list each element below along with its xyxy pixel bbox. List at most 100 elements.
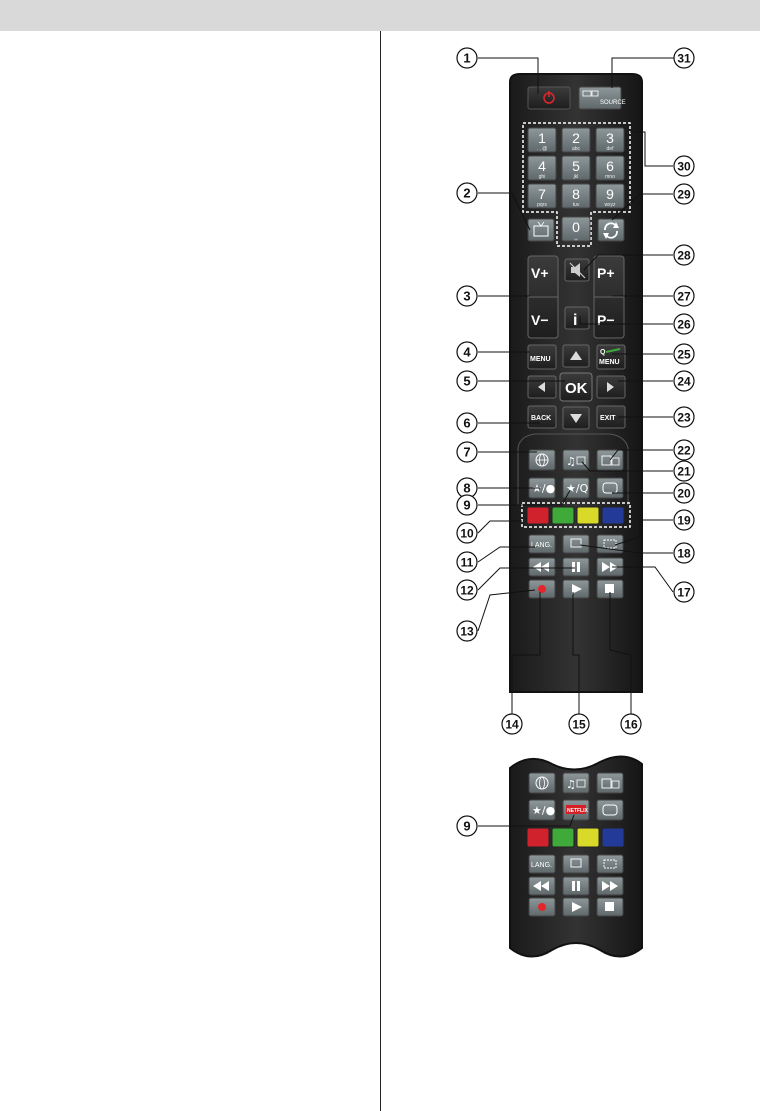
inset-record-button[interactable] — [529, 898, 555, 916]
program-rocker[interactable]: P+ P− — [594, 256, 624, 338]
svg-text:27: 27 — [677, 290, 691, 304]
svg-text:8: 8 — [463, 481, 470, 496]
source-button[interactable]: SOURCE — [579, 87, 626, 109]
color-yellow-key[interactable] — [577, 507, 599, 524]
inset-color-blue-key[interactable] — [602, 828, 624, 847]
inset-epg-button[interactable] — [597, 773, 623, 793]
callout-4: 4 — [457, 342, 477, 362]
internet-button[interactable] — [529, 450, 555, 470]
mute-button[interactable] — [565, 259, 589, 281]
inset-color-green-key[interactable] — [552, 828, 574, 847]
callout-26: 26 — [674, 314, 694, 334]
svg-text:19: 19 — [677, 514, 691, 528]
inset-stop-button[interactable] — [597, 898, 623, 916]
svg-text:4: 4 — [463, 345, 471, 360]
quick-menu-button[interactable]: Q MENU — [597, 345, 625, 369]
back-button[interactable]: BACK — [528, 406, 556, 428]
callout-30: 30 — [674, 156, 694, 176]
color-red-key[interactable] — [527, 507, 549, 524]
color-blue-key[interactable] — [602, 507, 624, 524]
callout-14: 14 — [502, 714, 522, 734]
callout-13: 13 — [457, 621, 477, 641]
callout-11: 11 — [457, 552, 477, 572]
volume-down-label: V− — [531, 312, 549, 328]
inset-callout: 9 — [457, 816, 477, 836]
info-button[interactable]: i — [565, 307, 589, 329]
power-button[interactable] — [528, 87, 570, 109]
callout-16: 16 — [621, 714, 641, 734]
svg-text:7: 7 — [463, 445, 470, 460]
inset-fast-forward-button[interactable] — [597, 877, 623, 895]
callout-28: 28 — [674, 245, 694, 265]
exit-label: EXIT — [600, 415, 616, 422]
inset-play-button[interactable] — [563, 898, 589, 916]
inset-pause-button[interactable] — [563, 877, 589, 895]
svg-text:24: 24 — [677, 375, 691, 389]
svg-text:21: 21 — [677, 465, 691, 479]
number-button-1[interactable]: 1. , @ — [528, 128, 556, 152]
tv-button[interactable] — [528, 219, 554, 241]
callout-19: 19 — [674, 510, 694, 530]
svg-text:16: 16 — [624, 718, 638, 732]
number-digit: 4 — [538, 158, 546, 174]
number-digit: 2 — [572, 130, 580, 146]
menu-button[interactable]: MENU — [528, 345, 556, 369]
inset-language-button[interactable]: LANG. — [529, 855, 555, 873]
inset-screen-zoom-button[interactable] — [597, 855, 623, 873]
inset-star-icon: ★/● — [532, 804, 555, 817]
play-button[interactable] — [563, 580, 589, 598]
media-browser-button[interactable]: ♫ — [563, 450, 589, 470]
volume-rocker[interactable]: V+ V− — [528, 256, 558, 338]
teletext-button[interactable] — [563, 535, 589, 553]
swap-button[interactable] — [598, 219, 624, 241]
quick-menu-label: MENU — [599, 359, 620, 366]
inset-internet-button[interactable] — [529, 773, 555, 793]
language-button[interactable]: LANG. — [529, 535, 555, 553]
svg-text:31: 31 — [677, 52, 691, 66]
number-button-0[interactable]: 0␣ — [562, 217, 590, 241]
number-digit: 5 — [572, 158, 580, 174]
subtitle-button[interactable] — [597, 478, 623, 498]
callout-5: 5 — [457, 371, 477, 391]
callout-2: 2 — [457, 183, 477, 203]
callout-3: 3 — [457, 286, 477, 306]
svg-text:26: 26 — [677, 318, 691, 332]
svg-text:2: 2 — [463, 186, 470, 201]
callout-1: 1 — [457, 48, 477, 68]
number-letters: ␣ — [574, 235, 577, 241]
callout-20: 20 — [674, 483, 694, 503]
ok-label: OK — [565, 380, 588, 397]
inset-media-browser-button[interactable]: ♫ — [563, 773, 589, 793]
svg-text:20: 20 — [677, 487, 691, 501]
callout-25: 25 — [674, 344, 694, 364]
rewind-button[interactable] — [529, 558, 555, 576]
star-search-icon: ★/Q — [566, 482, 589, 495]
svg-text:25: 25 — [677, 348, 691, 362]
color-green-key[interactable] — [552, 507, 574, 524]
callout-24: 24 — [674, 371, 694, 391]
inset-teletext-button[interactable] — [563, 855, 589, 873]
inset-netflix-button[interactable]: NETFLIX — [563, 800, 589, 820]
inset-rewind-button[interactable] — [529, 877, 555, 895]
svg-text:29: 29 — [677, 188, 691, 202]
inset-color-red-key[interactable] — [527, 828, 549, 847]
callout-18: 18 — [674, 543, 694, 563]
svg-text:13: 13 — [460, 625, 474, 639]
svg-text:1: 1 — [463, 51, 470, 66]
record-button[interactable] — [529, 580, 555, 598]
pause-button[interactable] — [563, 558, 589, 576]
inset-color-yellow-key[interactable] — [577, 828, 599, 847]
netflix-label: NETFLIX — [567, 808, 588, 814]
number-digit: 3 — [606, 130, 614, 146]
inset-subtitle-button[interactable] — [597, 800, 623, 820]
inset-favourite-button[interactable]: ★/● — [529, 800, 555, 820]
music-note-icon: ♫ — [566, 455, 576, 468]
